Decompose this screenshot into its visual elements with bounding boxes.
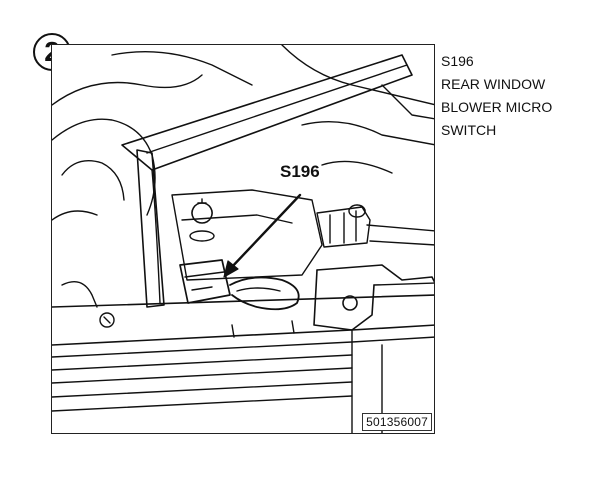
legend-line: S196 <box>441 53 474 69</box>
callout-label: S196 <box>280 162 320 181</box>
figure-code: 501356007 <box>362 413 432 431</box>
legend: S196 REAR WINDOW BLOWER MICRO SWITCH <box>441 50 552 142</box>
legend-line: BLOWER MICRO <box>441 99 553 115</box>
legend-line: REAR WINDOW <box>441 76 546 92</box>
engine-bay-illustration: S196 501356007 <box>51 44 435 434</box>
line-drawing <box>52 45 434 433</box>
legend-line: SWITCH <box>441 122 497 138</box>
